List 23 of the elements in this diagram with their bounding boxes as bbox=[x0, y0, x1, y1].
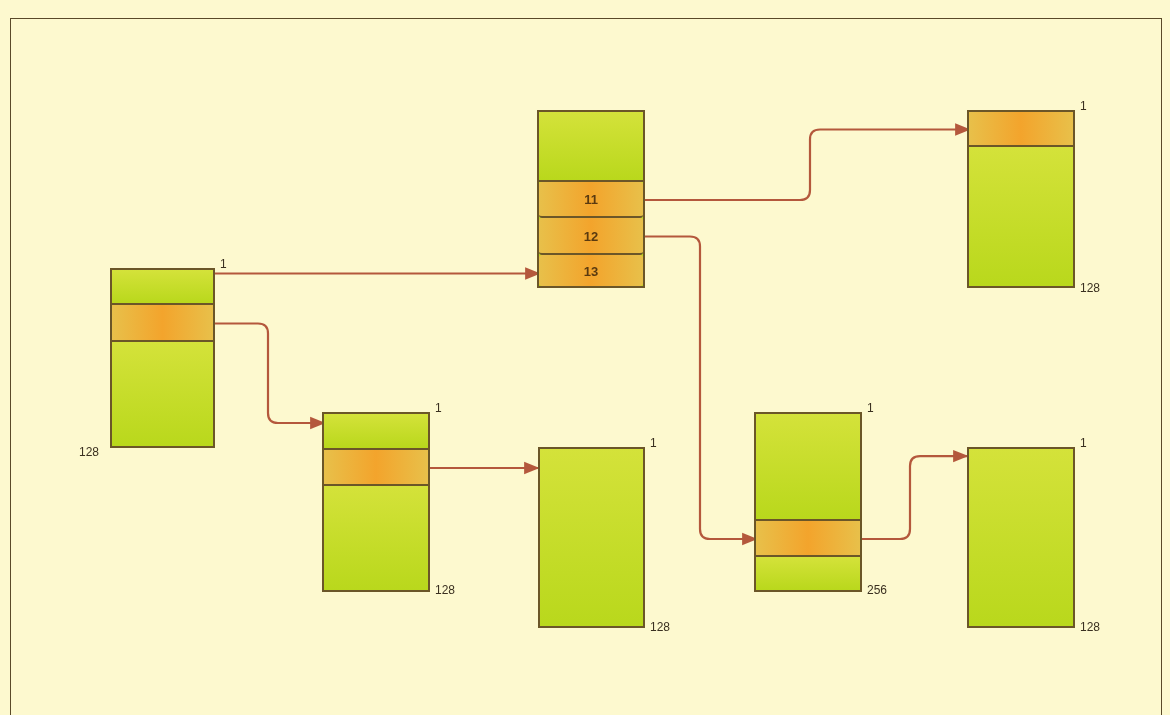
address-label: 256 bbox=[867, 584, 888, 597]
entry-number: 11 bbox=[584, 191, 598, 207]
block-segment bbox=[112, 305, 213, 342]
block-segment bbox=[756, 521, 860, 557]
address-label: 1 bbox=[1080, 100, 1087, 113]
memory-block bbox=[537, 110, 645, 288]
address-label: 128 bbox=[1080, 282, 1101, 295]
entry-number: 12 bbox=[583, 228, 599, 243]
address-label: 128 bbox=[1080, 621, 1101, 634]
address-label: 128 bbox=[650, 621, 671, 634]
address-label: 1 bbox=[867, 402, 874, 415]
address-label: 128 bbox=[435, 584, 456, 597]
block-segment bbox=[969, 112, 1073, 147]
table-entry bbox=[539, 255, 643, 286]
table-entry bbox=[539, 218, 643, 255]
entry-number: 13 bbox=[583, 263, 599, 278]
address-label: 128 bbox=[79, 446, 100, 459]
address-label: 1 bbox=[435, 402, 442, 415]
address-label: 1 bbox=[650, 437, 657, 450]
table-entry bbox=[539, 182, 643, 218]
address-label: 1 bbox=[1080, 437, 1087, 450]
address-label: 1 bbox=[220, 258, 227, 271]
block-segment bbox=[324, 450, 428, 486]
